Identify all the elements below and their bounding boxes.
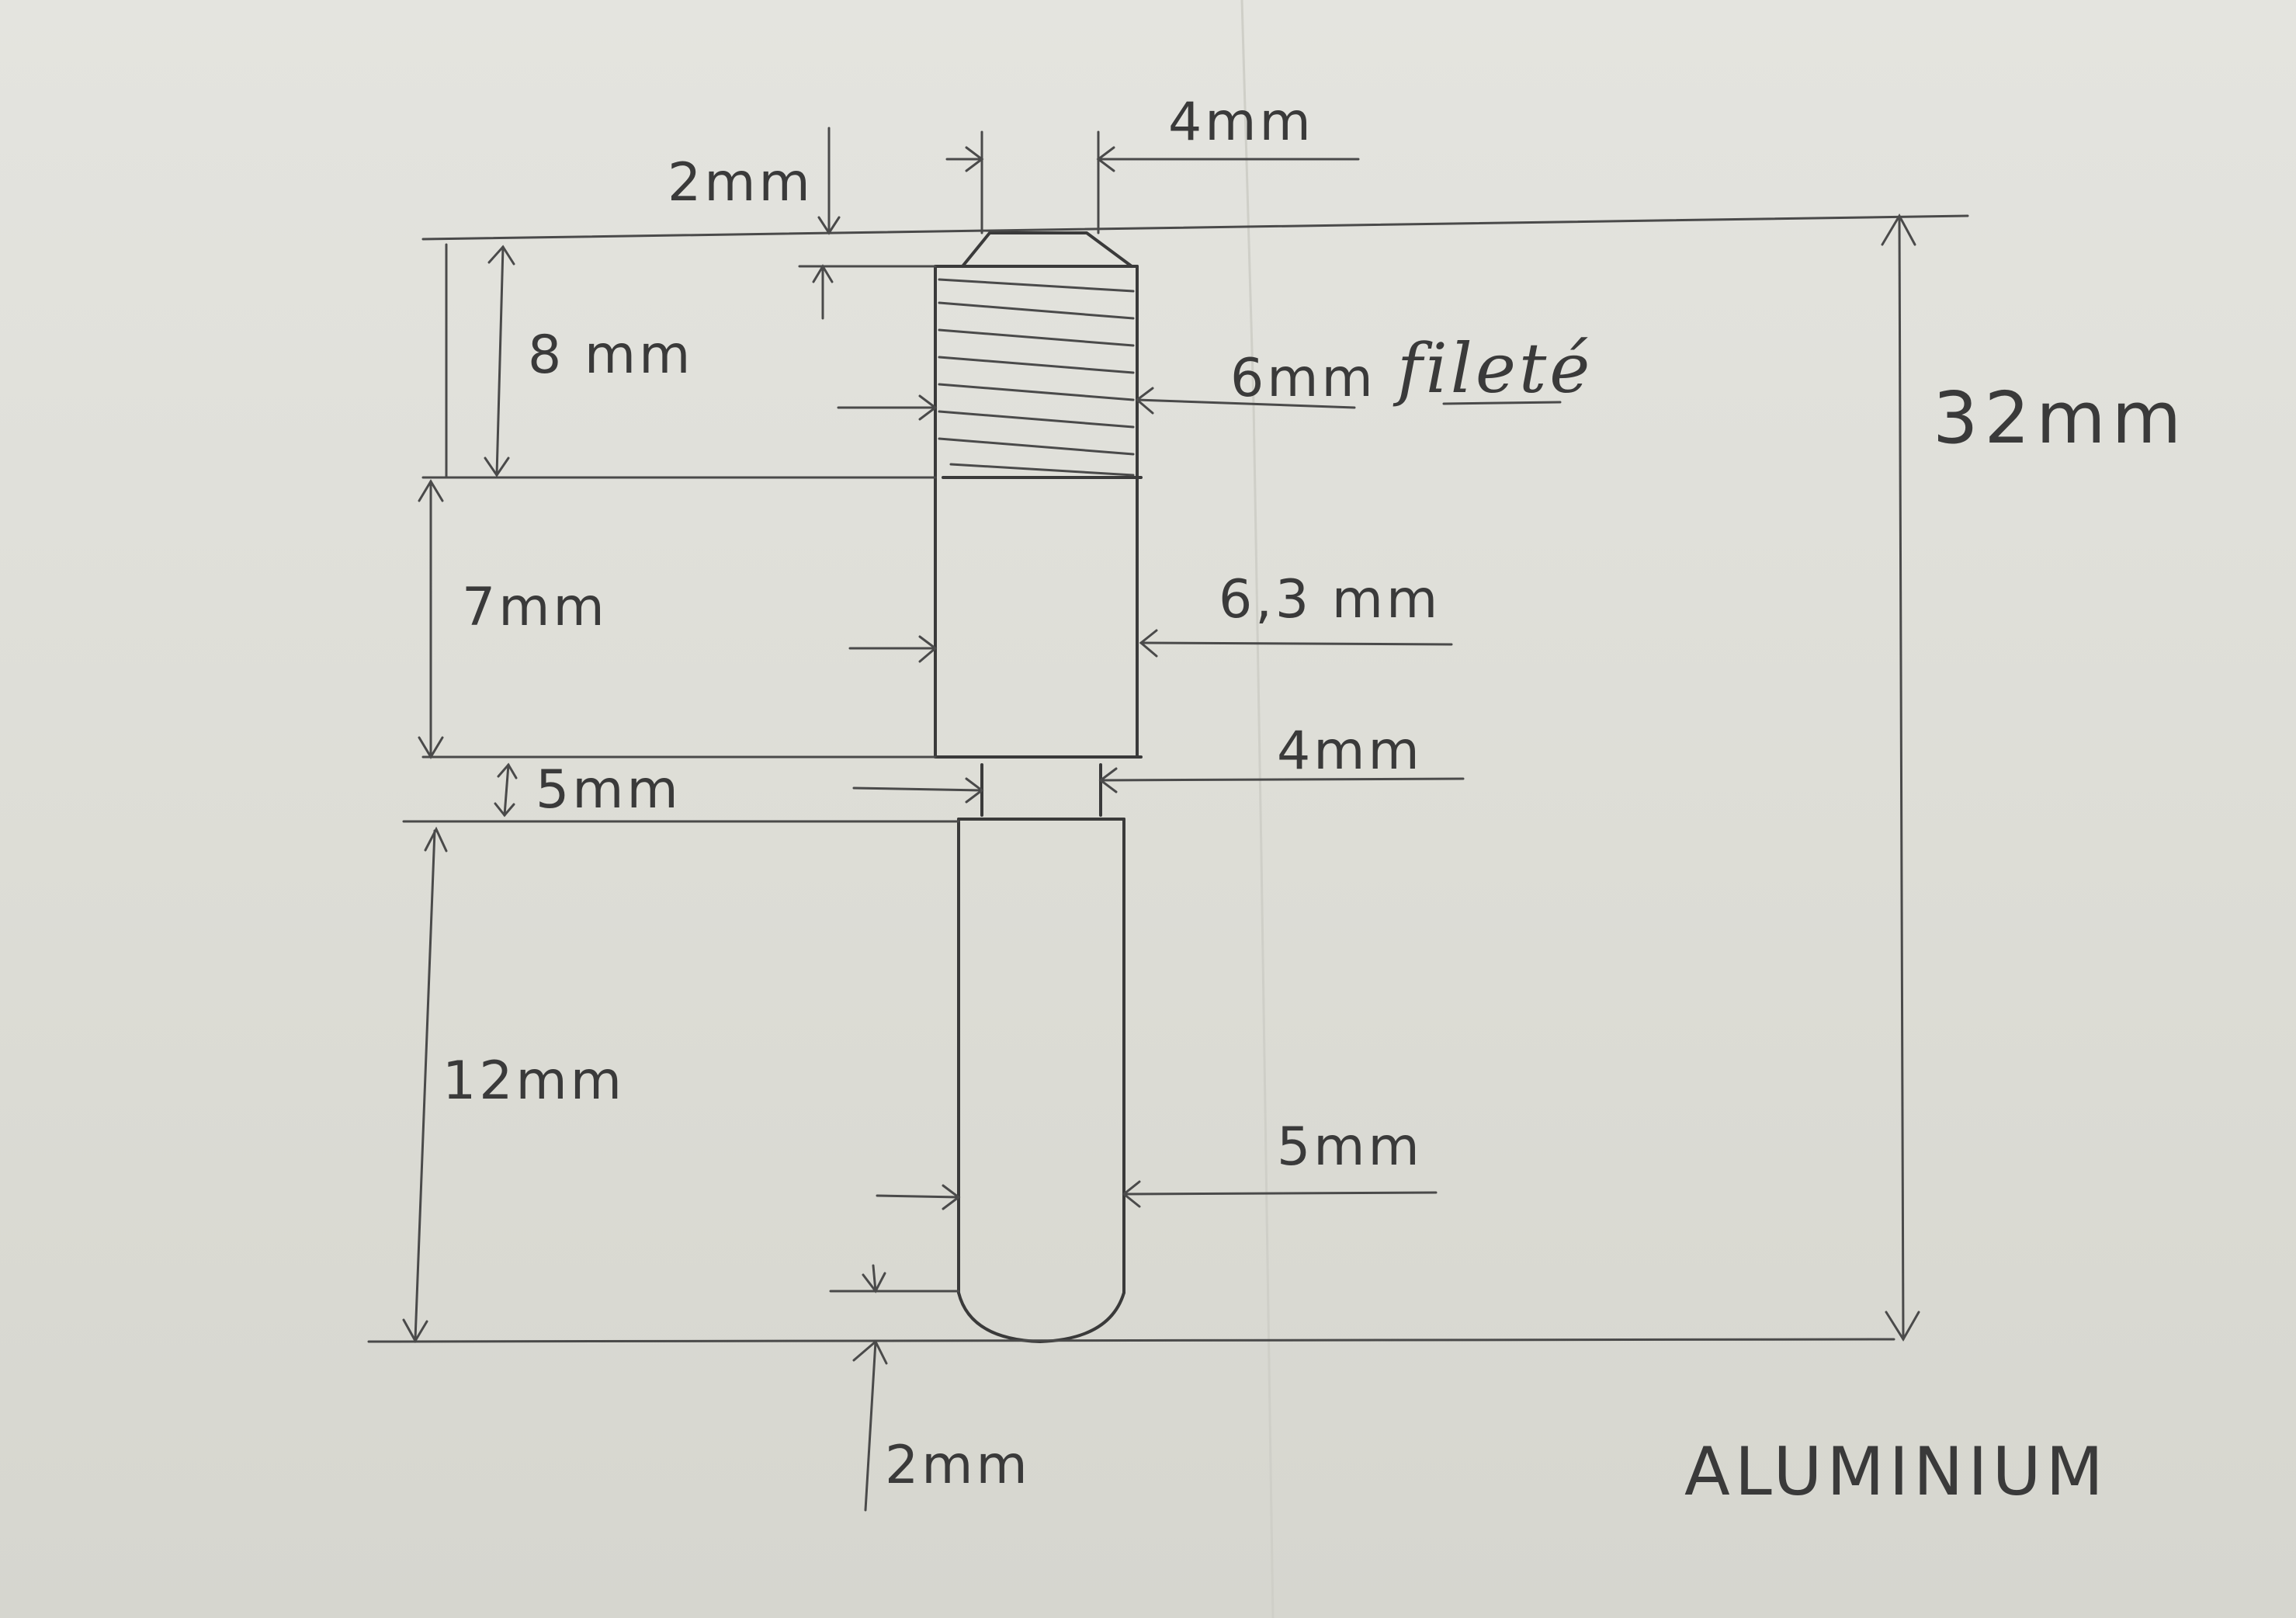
label-top-chamfer-width: 4mm bbox=[1168, 92, 1314, 153]
dim-total-length bbox=[1881, 213, 1920, 1342]
label-shank-diameter: 6,3 mm bbox=[1219, 569, 1441, 630]
dim-shank-length bbox=[418, 479, 444, 759]
dim-thread-diameter bbox=[837, 387, 1562, 421]
top-chamfer bbox=[961, 231, 1133, 268]
dim-pin-diameter bbox=[876, 1180, 1438, 1210]
pin-rounded-end bbox=[957, 1291, 1125, 1343]
dim-neck-diameter bbox=[852, 767, 1465, 804]
label-material: ALUMINIUM bbox=[1684, 1433, 2108, 1511]
thread-hatching bbox=[938, 278, 1135, 477]
label-neck-diameter: 4mm bbox=[1277, 720, 1423, 782]
label-thread-diameter: 6mm bbox=[1230, 348, 1376, 409]
label-total-length: 32mm bbox=[1933, 377, 2187, 460]
dim-shank-diameter bbox=[848, 629, 1453, 663]
label-neck-length: 5mm bbox=[536, 759, 682, 821]
dim-top-width bbox=[945, 146, 1360, 172]
dim-chamfer-height bbox=[812, 127, 841, 320]
label-thread-note: fileté bbox=[1393, 328, 1593, 408]
label-shank-length: 7mm bbox=[462, 577, 608, 638]
dim-neck-length bbox=[494, 762, 518, 818]
label-top-chamfer-height: 2mm bbox=[668, 152, 813, 214]
dim-thread-length bbox=[445, 243, 515, 479]
dim-end-radius bbox=[852, 1264, 888, 1512]
extension-lines bbox=[367, 130, 1969, 1343]
label-pin-diameter: 5mm bbox=[1277, 1116, 1423, 1178]
paper-fold bbox=[1240, 0, 1275, 1618]
label-pin-length: 12mm bbox=[442, 1050, 625, 1112]
label-end-radius-height: 2mm bbox=[885, 1435, 1031, 1496]
dim-pin-length bbox=[402, 826, 448, 1343]
part-outline bbox=[934, 231, 1143, 1343]
label-thread-length: 8 mm bbox=[528, 325, 693, 386]
